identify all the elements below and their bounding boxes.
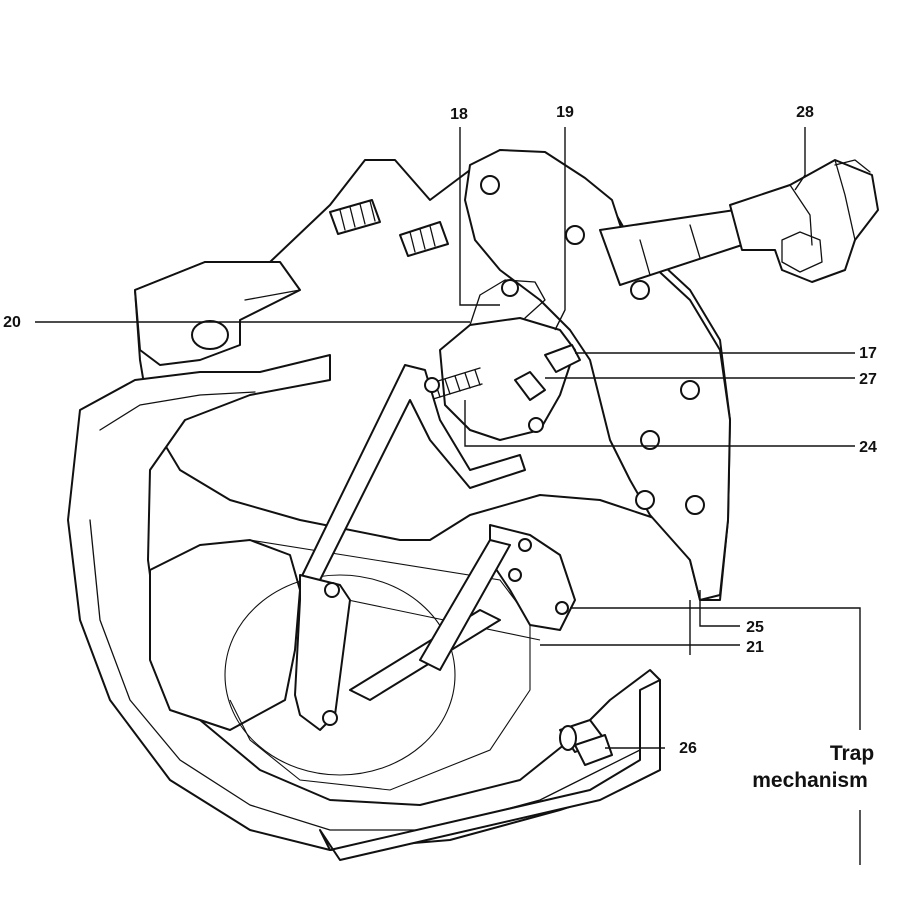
leader-28 <box>794 127 806 191</box>
label-17: 17 <box>859 345 877 362</box>
leader-25 <box>699 590 740 627</box>
float-cylinder <box>149 539 541 791</box>
leader-21 <box>540 600 740 655</box>
label-27: 27 <box>859 371 877 388</box>
label-28: 28 <box>796 104 814 121</box>
caption-trap: Trap <box>830 742 874 765</box>
leader-lines <box>35 127 861 865</box>
caption-mechanism: mechanism <box>752 769 868 792</box>
linkage <box>294 524 576 731</box>
highlighted-fitting-28 <box>729 159 879 283</box>
leader-trap-mechanism-top <box>570 607 861 730</box>
label-20: 20 <box>3 314 21 331</box>
leader-19 <box>554 127 566 331</box>
trap-shell <box>67 354 661 861</box>
label-18: 18 <box>450 106 468 123</box>
left-flange <box>134 261 301 366</box>
label-26: 26 <box>679 740 697 757</box>
label-19: 19 <box>556 104 574 121</box>
label-24: 24 <box>859 439 877 456</box>
cover-plate <box>464 149 731 601</box>
valve-assembly <box>439 279 581 441</box>
leader-24 <box>464 400 855 447</box>
studs <box>329 199 449 257</box>
callout-labels: 18 19 20 17 27 24 28 25 21 26 Trap mecha… <box>3 104 877 792</box>
leader-18 <box>459 127 500 306</box>
label-25: 25 <box>746 619 764 636</box>
label-21: 21 <box>746 639 764 656</box>
drain-plug-26 <box>559 719 613 766</box>
